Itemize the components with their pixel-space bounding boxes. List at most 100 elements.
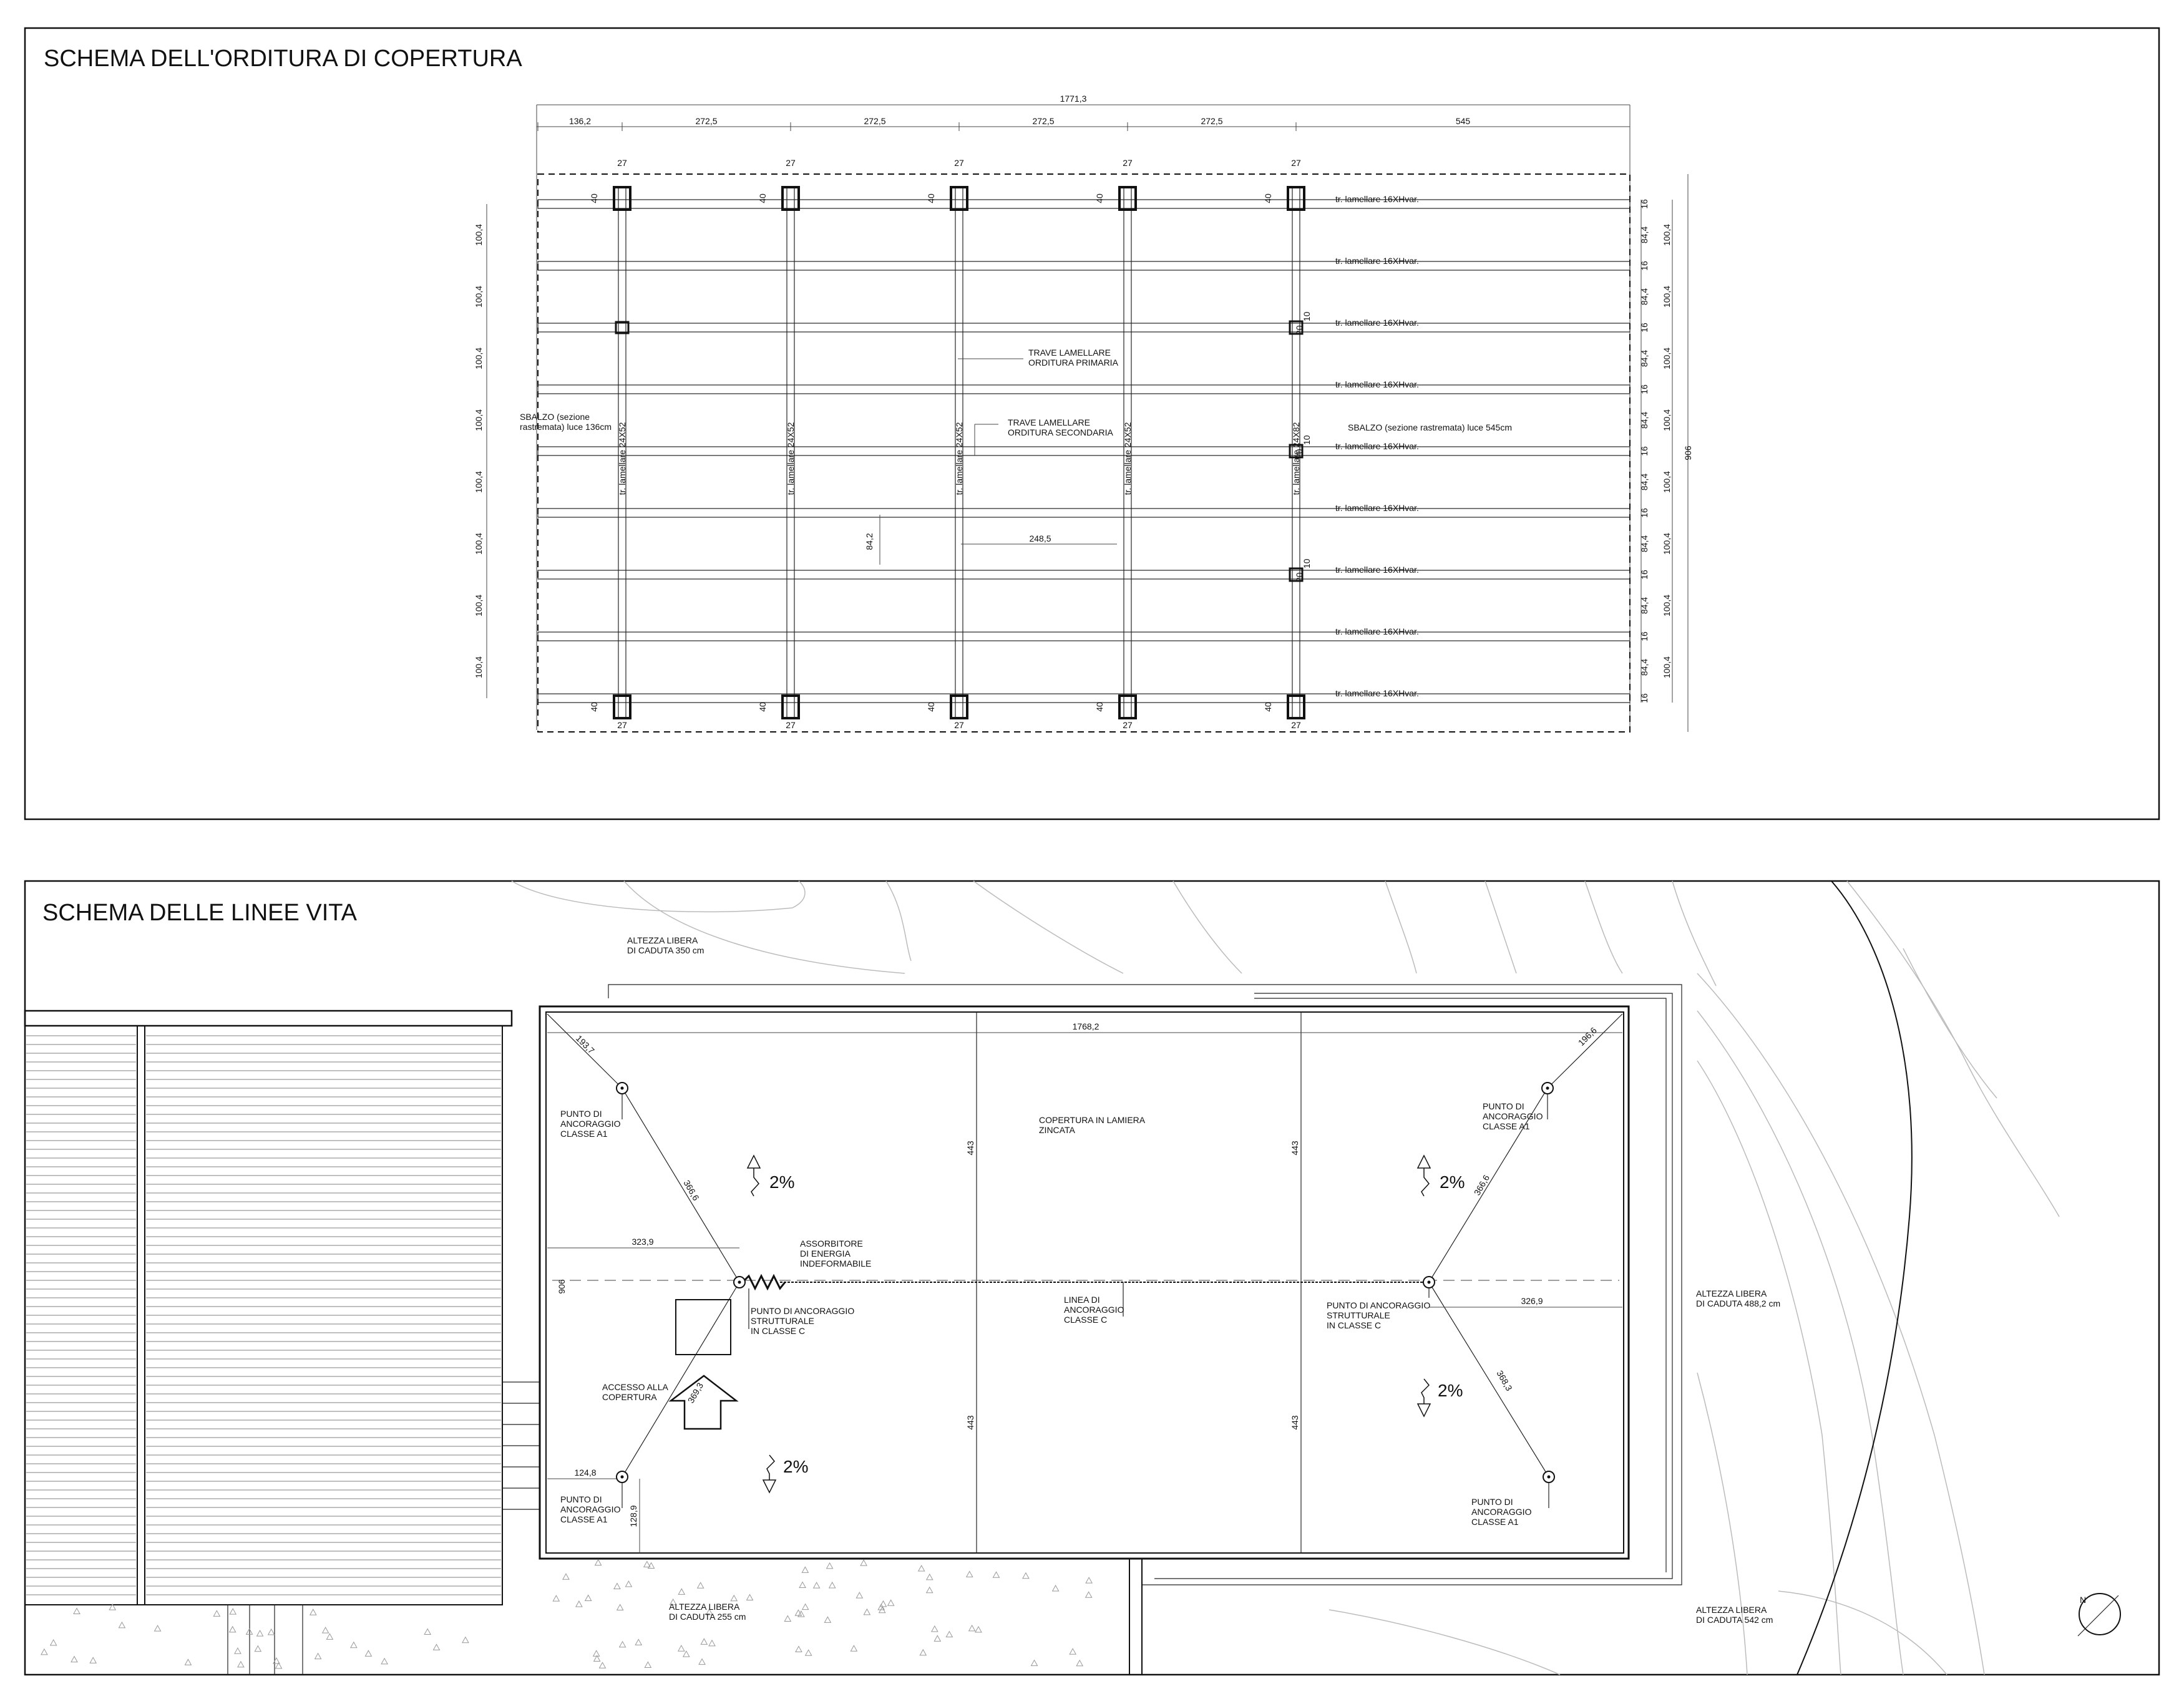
secondary-beam-label: tr. lamellare 16XHvar. [1335,441,1419,451]
dim-193-7: 193,7 [574,1033,597,1056]
dim-443: 443 [965,1141,975,1156]
dim-366-6-left: 366,6 [681,1179,701,1203]
punto-a1-bl-1: PUNTO DI [560,1494,602,1504]
pillar-bottom-width-dim: 27 [954,720,964,730]
altezza-542-2: DI CADUTA 542 cm [1696,1615,1773,1625]
right-dim-16: 16 [1639,199,1649,209]
secondary-beam [537,631,1631,641]
annot-secondary-2: ORDITURA SECONDARIA [1008,427,1113,437]
secondary-beam-label: tr. lamellare 16XHvar. [1335,503,1419,513]
right-dim-100: 100,4 [1662,224,1672,246]
punto-c-left-3: IN CLASSE C [751,1326,805,1336]
secondary-beam [537,446,1631,456]
copertura-1: COPERTURA IN LAMIERA [1039,1115,1146,1125]
punto-a1-tl-3: CLASSE A1 [560,1129,608,1139]
altezza-255-2: DI CADUTA 255 cm [669,1612,746,1622]
overall-width-dim: 1771,3 [1060,94,1087,104]
secondary-beam-label: tr. lamellare 16XHvar. [1335,318,1419,328]
pillar-bottom [1118,694,1137,719]
right-dim-84: 84,4 [1639,226,1649,243]
right-dim-84: 84,4 [1639,659,1649,676]
top-dim-4: 272,5 [1032,116,1054,126]
punto-a1-br-1: PUNTO DI [1471,1497,1513,1507]
side-dimensions: 100,4100,4100,4100,4100,4100,4100,4100,4… [474,199,1673,703]
roof-outline [537,173,1631,733]
left-spacing-dim: 100,4 [474,533,484,555]
punto-a1-tr-3: CLASSE A1 [1483,1121,1530,1131]
gravel-texture [41,1559,1093,1669]
anchor-point-center [1546,1086,1549,1090]
dim-1768-2: 1768,2 [1073,1021,1099,1031]
punto-c-left-1: PUNTO DI ANCORAGGIO [751,1306,854,1316]
pillar-top-depth-dim: 40 [1263,193,1273,203]
dim-443: 443 [1290,1415,1300,1430]
pillar-bottom [950,694,968,719]
anchor-point-center [1427,1280,1431,1284]
dim-248-5: 248,5 [1029,533,1051,543]
altezza-255-1: ALTEZZA LIBERA [669,1602,740,1612]
roof-plan: 1768,2 [539,984,1682,1675]
anchor-connectors [547,1013,1623,1553]
pillar-bottom [613,694,631,719]
left-spacing-dim: 100,4 [474,471,484,493]
north-label: N [2080,1595,2086,1605]
right-dim-100: 100,4 [1662,471,1672,493]
beam-connector [1289,444,1304,459]
pillar-bottom-width-dim: 27 [1291,720,1301,730]
pillar-top-depth-dim: 40 [589,193,599,203]
right-dim-16: 16 [1639,261,1649,271]
secondary-beam-label: tr. lamellare 16XHvar. [1335,194,1419,204]
primary-beam-label: tr. lamellare 24X52 [1123,422,1133,495]
primary-beam-label: tr. lamellare 24X52 [786,422,796,495]
pillar-top [950,186,968,211]
panel-roof-framing: SCHEMA DELL'ORDITURA DI COPERTURA 1771,3… [24,27,2160,820]
pillar-top [781,186,800,211]
right-dim-16: 16 [1639,323,1649,333]
punto-a1-tl-1: PUNTO DI [560,1109,602,1119]
pillar-top [1287,186,1305,211]
pillar-bottom-width-dim: 27 [617,720,627,730]
right-dim-16: 16 [1639,384,1649,394]
annot-secondary-1: TRAVE LAMELLARE [1008,417,1090,427]
slope-label: 2% [1440,1172,1465,1192]
slope-label: 2% [783,1457,808,1476]
roof-hatch [675,1299,731,1355]
pillar-top [613,186,631,211]
linea-ancoraggio-1: LINEA DI [1064,1295,1100,1305]
dim-128-9: 128,9 [628,1505,638,1527]
dim-906: 906 [557,1279,567,1294]
right-dim-84: 84,4 [1639,288,1649,305]
secondary-beams: tr. lamellare 16XHvar. tr. lamellare 16XH… [537,194,1631,703]
pillar-bottom-depth-dim: 40 [926,702,936,712]
adjacent-building [24,1010,540,1675]
pillar-top-depth-dim: 40 [758,193,768,203]
panel-top-title: SCHEMA DELL'ORDITURA DI COPERTURA [44,46,522,72]
punto-a1-br-2: ANCORAGGIO [1471,1507,1532,1517]
right-dim-84: 84,4 [1639,350,1649,367]
connector-dim-20: 20 [1294,572,1304,582]
dim-368-3: 368,3 [1494,1369,1514,1393]
pillar-top-width-dim: 27 [1291,158,1301,168]
connector-dim-10: 10 [1302,435,1312,445]
sbalzo-left-1: SBALZO (sezione [520,412,590,422]
left-spacing-dim: 100,4 [474,595,484,616]
dim-124-8: 124,8 [574,1468,596,1478]
right-dim-84: 84,4 [1639,535,1649,552]
connector-dim-10: 10 [1302,311,1312,321]
slope-marker: 2% [762,1454,808,1494]
punto-c-left-2: STRUTTURALE [751,1316,814,1326]
left-spacing-dim: 100,4 [474,286,484,308]
altezza-488-1: ALTEZZA LIBERA [1696,1288,1767,1298]
secondary-beam-label: tr. lamellare 16XHvar. [1335,379,1419,389]
right-dim-16: 16 [1639,446,1649,456]
connector-dim-10: 10 [1302,558,1312,568]
secondary-beam [537,199,1631,209]
slope-markers: 2%2%2%2% [746,1154,1465,1494]
secondary-beam-label: tr. lamellare 16XHvar. [1335,256,1419,266]
slope-label: 2% [769,1172,794,1192]
anchor-point-center [738,1280,741,1284]
slope-marker: 2% [1416,1154,1465,1197]
punto-a1-tl-2: ANCORAGGIO [560,1119,621,1129]
